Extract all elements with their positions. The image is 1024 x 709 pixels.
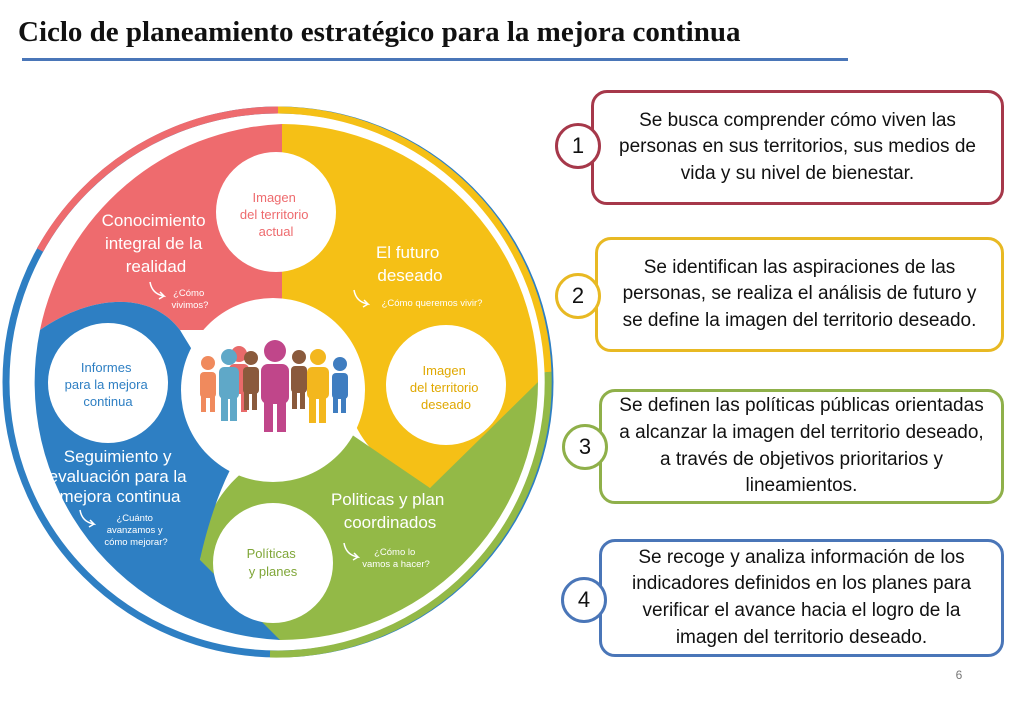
blue-quadrant-label: Seguimiento y evaluación para la mejora … bbox=[49, 447, 192, 506]
outer-ring-red bbox=[36, 106, 279, 252]
outer-ring-yellow bbox=[277, 106, 552, 373]
step-1-callout: Se busca comprender cómo viven las perso… bbox=[591, 90, 1004, 205]
step-4-callout: Se recoge y analiza información de los i… bbox=[599, 539, 1004, 657]
red-inner-circle bbox=[216, 152, 336, 272]
page-number: 6 bbox=[955, 668, 963, 682]
green-inner-circle bbox=[213, 503, 333, 623]
blue-inner-circle bbox=[48, 323, 168, 443]
green-circle-label: Políticas y planes bbox=[247, 546, 300, 579]
step-4-number: 4 bbox=[561, 577, 607, 623]
yellow-question: ¿Cómo queremos vivir? bbox=[382, 298, 483, 309]
step-3-number: 3 bbox=[562, 424, 608, 470]
red-question: ¿Cómo vivimos? bbox=[172, 288, 209, 311]
blue-circle-label: Informes para la mejora continua bbox=[65, 360, 152, 409]
people-group-icon bbox=[200, 340, 348, 432]
blue-question-arrow-icon bbox=[79, 509, 97, 528]
yellow-quadrant-label: El futuro deseado bbox=[376, 243, 444, 285]
step-2-callout: Se identifican las aspiraciones de las p… bbox=[595, 237, 1004, 352]
red-circle-label: Imagen del territorio actual bbox=[240, 190, 312, 239]
yellow-inner-circle bbox=[386, 325, 506, 445]
yellow-circle-label: Imagen del territorio deseado bbox=[410, 363, 482, 412]
step-1-text: Se busca comprender cómo viven las perso… bbox=[619, 109, 976, 184]
step-1-number: 1 bbox=[555, 123, 601, 169]
red-question-arrow-icon bbox=[149, 281, 167, 300]
green-quadrant-label: Politicas y plan coordinados bbox=[331, 490, 449, 532]
green-question: ¿Cómo lo vamos a hacer? bbox=[362, 547, 430, 570]
red-petal bbox=[40, 124, 282, 330]
step-3-text: Se definen las políticas públicas orient… bbox=[619, 395, 984, 497]
green-question-arrow-icon bbox=[343, 542, 361, 561]
step-4-text: Se recoge y analiza información de los i… bbox=[631, 546, 972, 648]
step-3-callout: Se definen las políticas públicas orient… bbox=[599, 389, 1004, 504]
red-quadrant-label: Conocimiento integral de la realidad bbox=[102, 211, 211, 276]
page-title: Ciclo de planeamiento estratégico para l… bbox=[18, 16, 741, 48]
blue-question: ¿Cuánto avanzamos y cómo mejorar? bbox=[104, 513, 167, 548]
step-2-number: 2 bbox=[555, 273, 601, 319]
step-2-text: Se identifican las aspiraciones de las p… bbox=[622, 256, 977, 331]
yellow-question-arrow-icon bbox=[353, 289, 371, 308]
outer-ring-green bbox=[269, 371, 552, 658]
title-underline bbox=[22, 58, 848, 61]
